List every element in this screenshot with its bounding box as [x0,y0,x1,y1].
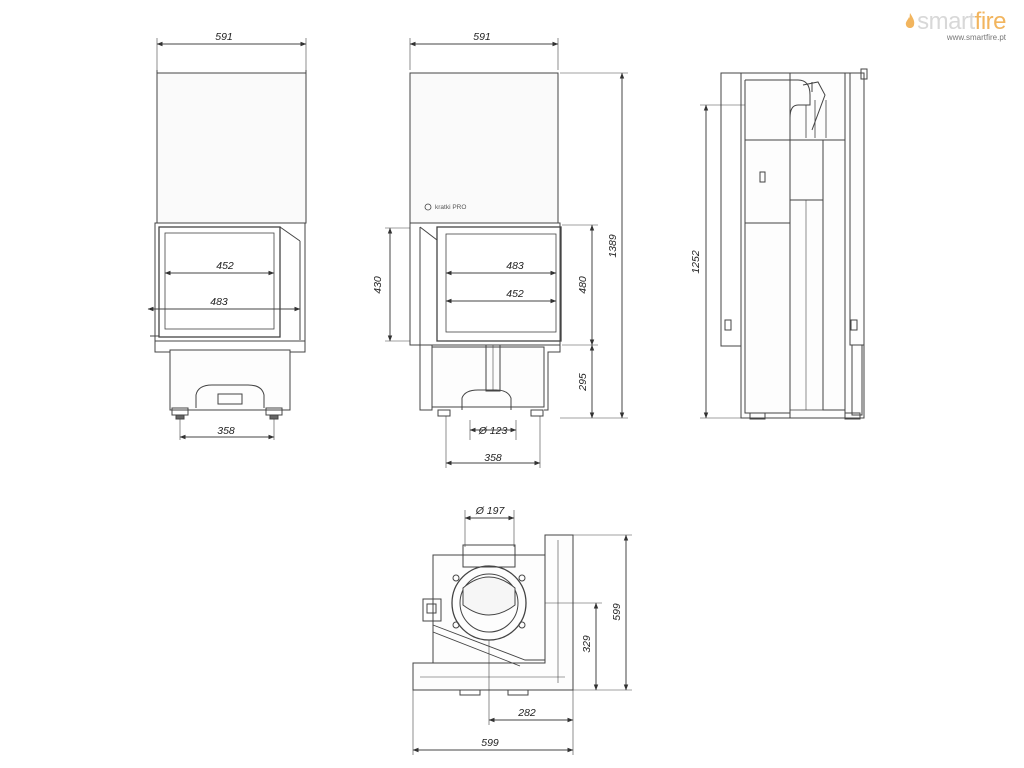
corner-glass-outer-label: 483 [506,260,524,272]
front-glass-inner-label: 452 [216,260,234,272]
front-glass-outer-label: 483 [210,296,228,308]
top-width-total-label: 599 [481,737,499,749]
front-width-top-label: 591 [215,31,233,43]
corner-hood [409,72,559,224]
corner-logo-mark [424,203,432,211]
corner-flue-diameter-label: Ø 123 [478,425,508,437]
front-firebox [154,222,306,342]
corner-base-width-label: 358 [484,452,502,464]
front-hood [156,72,307,224]
brand-url[interactable]: www.smartfire.pt [946,33,1006,42]
corner-glass-inner-label: 452 [506,288,524,300]
top-view [412,510,632,755]
corner-door-height-label: 430 [372,276,384,294]
corner-total-height-label: 1389 [607,234,619,258]
brand-logo: smartfire www.smartfire.pt [905,8,1007,42]
front-view [147,38,307,440]
corner-side-height-label: 480 [577,276,589,294]
top-flue-diameter-label: Ø 197 [475,505,506,517]
side-height-label: 1252 [690,250,702,274]
side-view [700,68,868,420]
top-offset-label: 282 [517,707,536,719]
corner-base-height-label: 295 [577,373,589,392]
brand-name-main: smart [917,8,975,35]
corner-width-top-label: 591 [473,31,491,43]
brand-name-accent: fire [974,8,1007,35]
corner-view [385,38,628,468]
top-depth-partial-label: 329 [581,635,593,653]
front-base-width-label: 358 [217,425,235,437]
top-depth-total-label: 599 [611,603,623,621]
corner-logo-text: kratki PRO [435,204,466,211]
flame-icon [905,13,915,28]
brand-name: smartfire [917,8,1006,36]
